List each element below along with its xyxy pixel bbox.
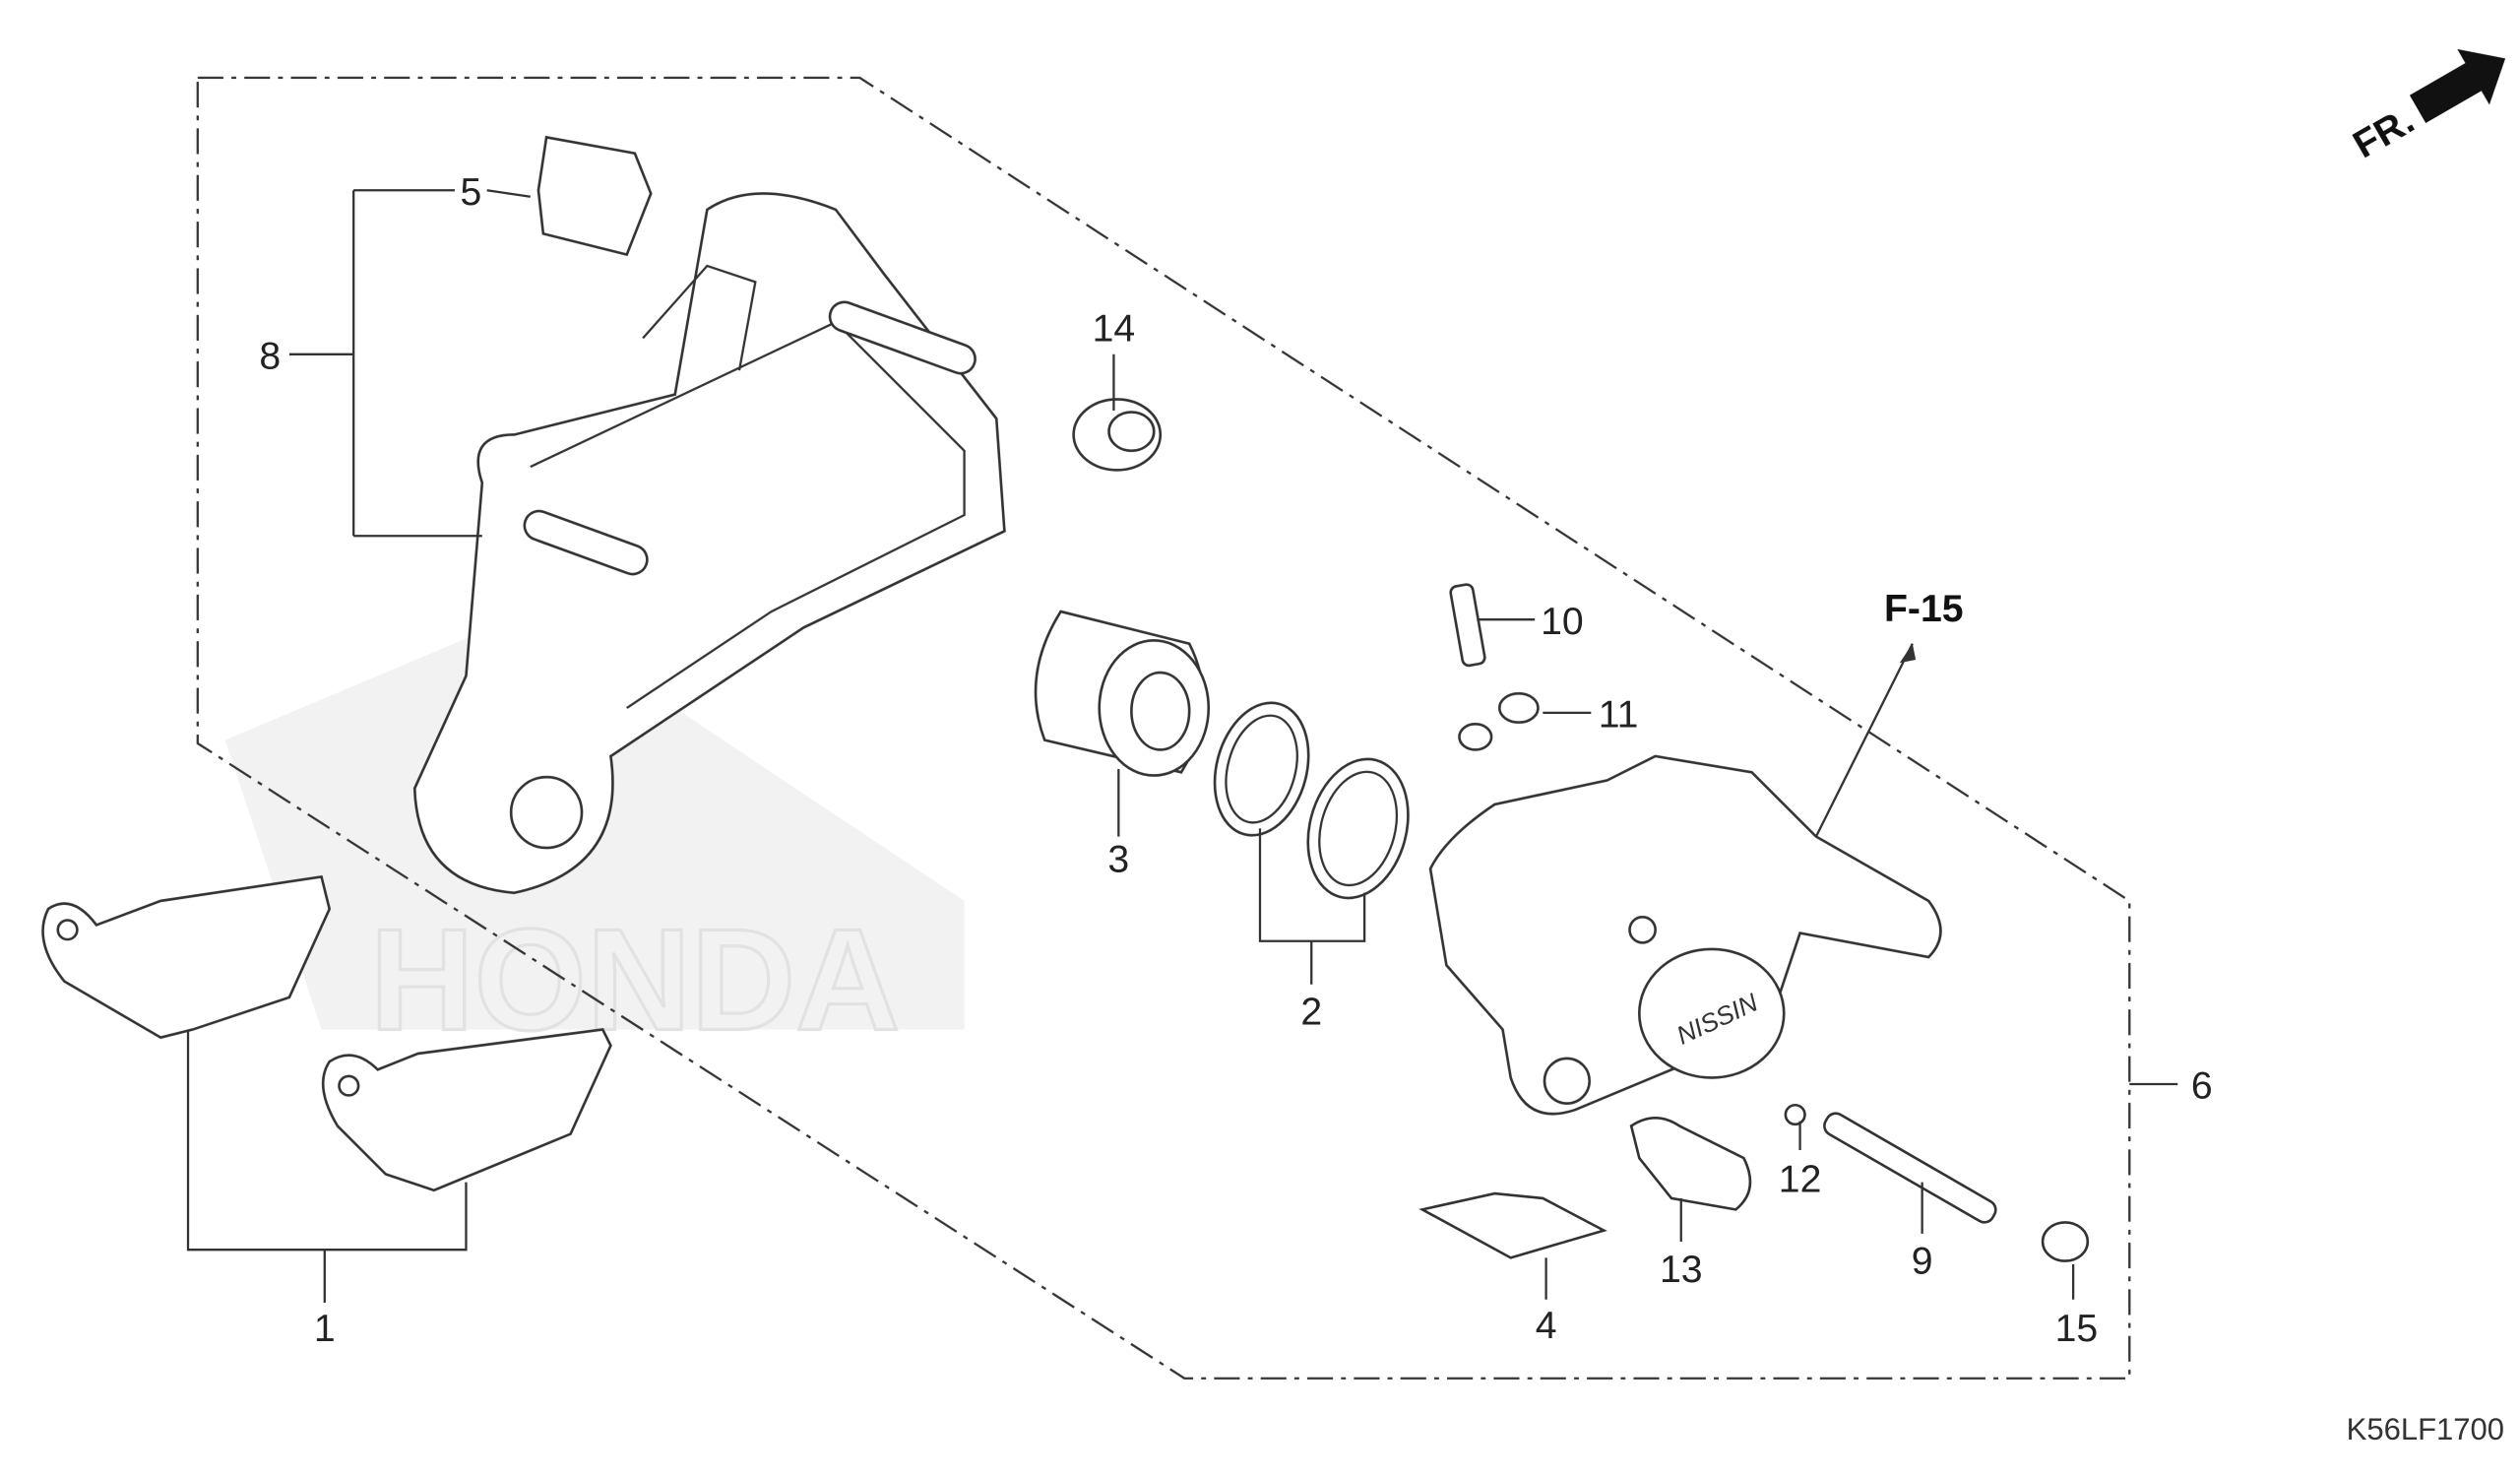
- callout-1: 1: [314, 1308, 336, 1350]
- callout-14: 14: [1093, 308, 1136, 351]
- bleeder-cap-14: [1072, 398, 1163, 472]
- callout-9: 9: [1912, 1241, 1933, 1283]
- front-direction-indicator: FR.: [2347, 48, 2506, 167]
- arrow-icon: [2409, 48, 2506, 123]
- pad-spring: [536, 135, 653, 257]
- callout-11: 11: [1599, 694, 1639, 737]
- callout-8: 8: [259, 335, 281, 377]
- callout-2: 2: [1300, 992, 1322, 1034]
- callout-3: 3: [1107, 839, 1129, 881]
- bleed-valve: [1449, 583, 1540, 751]
- caliper-assembly-outline: [196, 76, 2131, 1380]
- front-label: FR.: [2347, 99, 2422, 167]
- piston: [1034, 610, 1211, 777]
- piston-seals: [1213, 701, 1410, 900]
- watermark-text: HONDA: [370, 900, 901, 1061]
- callout-12: 12: [1779, 1158, 1822, 1200]
- callout-13: 13: [1660, 1249, 1703, 1291]
- reference-f15[interactable]: F-15: [1884, 588, 1964, 630]
- washer: [1784, 1103, 1806, 1126]
- pad-retainer: [1418, 1191, 1607, 1259]
- caliper-bracket: [412, 192, 1006, 895]
- callouts: 1 2 3 4 5 6 8 9 10 11 12 13 14 15 F-15: [259, 171, 2212, 1350]
- caliper-pin: [1823, 1112, 1997, 1224]
- callout-5: 5: [460, 171, 481, 214]
- callout-6: 6: [2191, 1065, 2213, 1108]
- diagram-code: K56LF1700: [2347, 1412, 2504, 1446]
- leader-lines: [186, 189, 2178, 1304]
- callout-15: 15: [2055, 1308, 2099, 1350]
- sleeve-bolt: [1629, 1117, 1752, 1211]
- brake-pads: [41, 874, 612, 1192]
- caliper-body: NISSIN: [1428, 754, 1942, 1116]
- pin-cap: [2041, 1221, 2090, 1262]
- callout-10: 10: [1541, 601, 1584, 643]
- callout-4: 4: [1536, 1305, 1557, 1347]
